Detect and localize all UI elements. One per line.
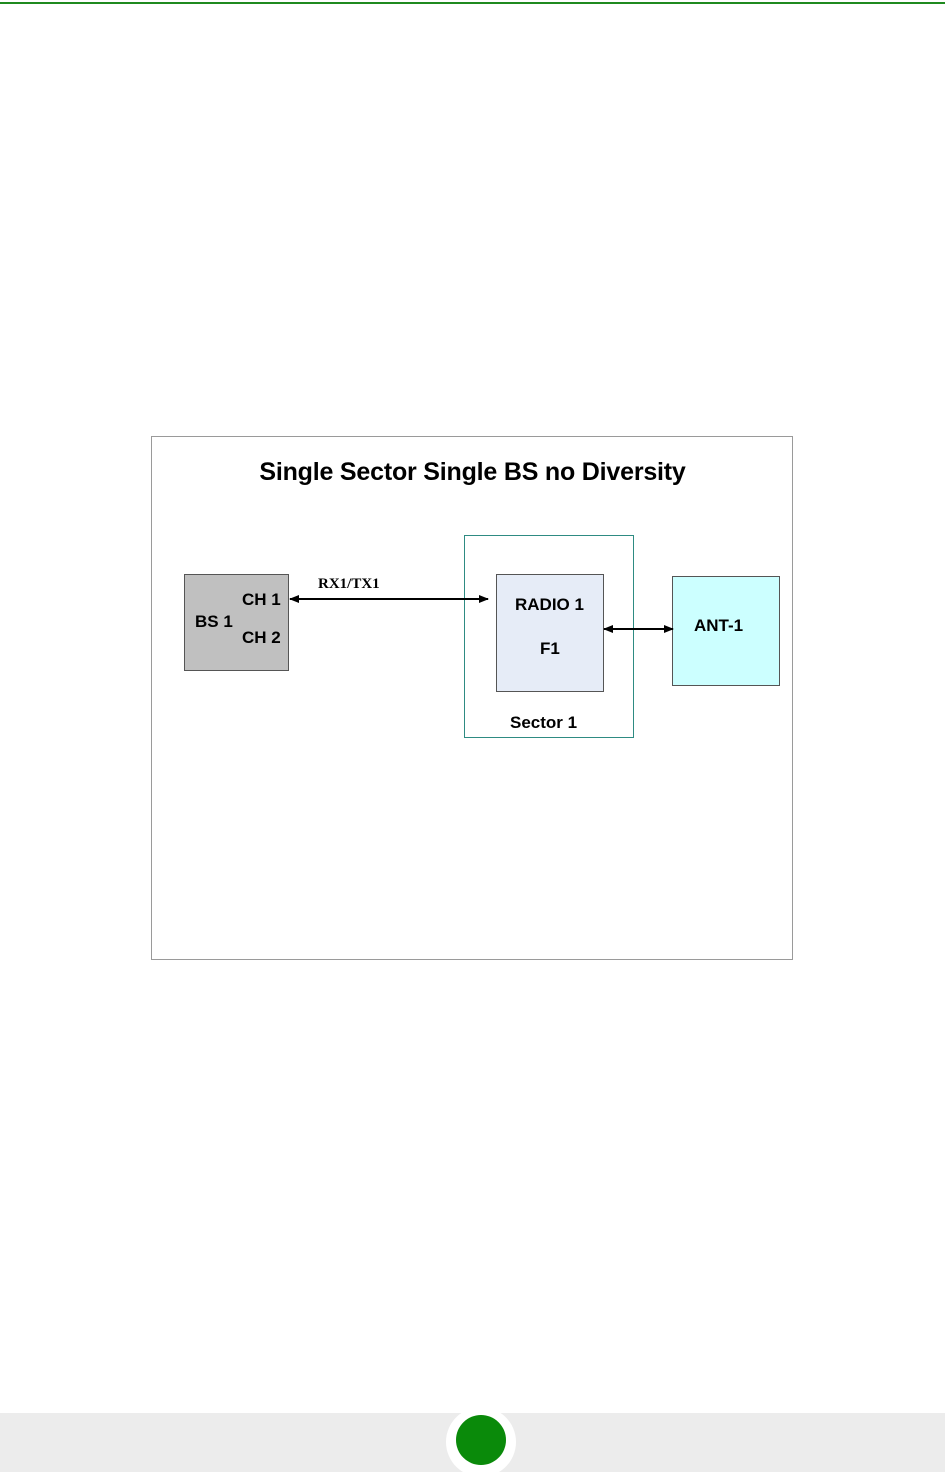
page-marker-dot <box>456 1415 506 1465</box>
